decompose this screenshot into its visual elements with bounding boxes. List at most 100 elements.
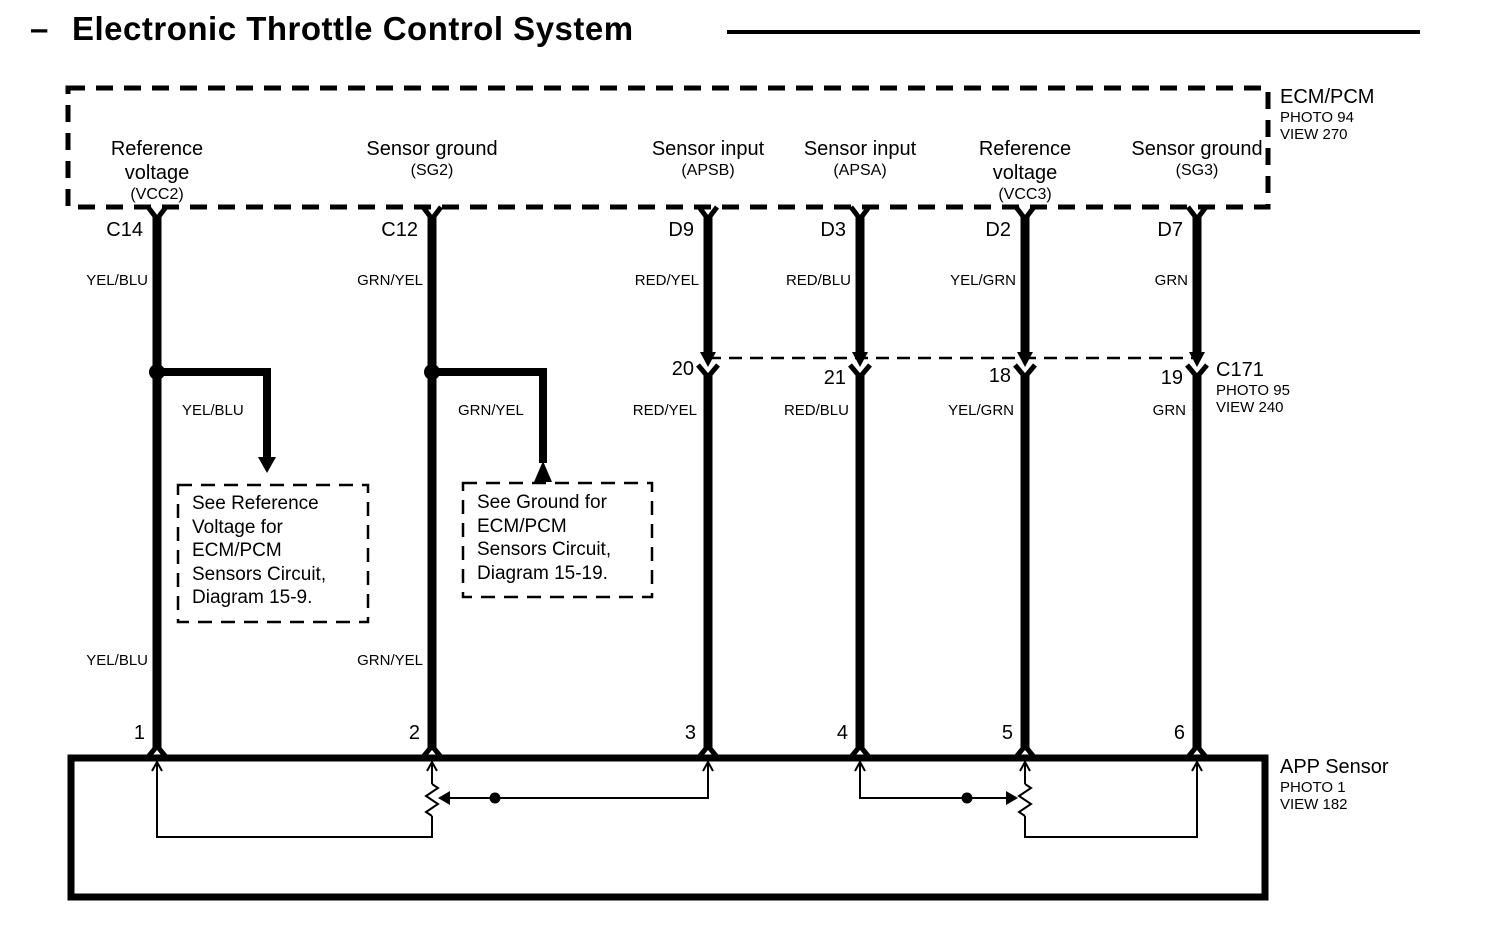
note-line: Sensors Circuit, (477, 539, 612, 560)
signal-text: (APSB) (681, 162, 735, 179)
app-socket-symbol (421, 742, 443, 759)
signal-text: (SG3) (1175, 162, 1219, 179)
page-title: Electronic Throttle Control System (72, 10, 634, 47)
branch-reference-voltage (157, 368, 276, 473)
app-sensor-view: VIEW 182 (1280, 796, 1348, 813)
wire-color-top: YEL/BLU (86, 272, 148, 289)
wire-color-mid: RED/YEL (632, 402, 697, 419)
title-rule-line (727, 30, 1420, 34)
resistor-icon (1017, 783, 1033, 817)
c171-view: VIEW 240 (1216, 399, 1284, 416)
app-socket-symbol (1014, 742, 1036, 759)
wire-column-d3 (848, 205, 872, 759)
note-line: ECM/PCM (192, 540, 282, 561)
wire-column-d9 (696, 205, 720, 759)
resistor-icon (424, 783, 440, 817)
c171-pin-arrow-icon (1017, 352, 1033, 367)
wiper-arrow-icon (438, 791, 450, 805)
ecm-pin-d2: D2 (985, 219, 1011, 241)
wire-color-mid: RED/BLU (783, 402, 849, 419)
function-label-vcc2: Reference voltage(VCC2) (87, 137, 227, 204)
function-label-apsa: Sensor input(APSA) (790, 137, 930, 180)
note-reference-voltage: See Reference Voltage for ECM/PCM Sensor… (192, 492, 362, 610)
app-pin-3: 3 (684, 722, 696, 744)
arrow-down-icon (258, 457, 276, 473)
potentiometer-apsb (151, 759, 714, 838)
pot2-end-wire (1024, 763, 1198, 838)
c171-pin-arrow-icon (1189, 352, 1205, 367)
c171-pin-arrow-icon (852, 352, 868, 367)
app-sensor-photo: PHOTO 1 (1280, 779, 1346, 796)
app-pin-5: 5 (1001, 722, 1013, 744)
c171-pin-20: 20 (671, 358, 694, 380)
wire-color-mid: GRN (1152, 402, 1186, 419)
junction-dot (961, 792, 973, 804)
branch-wire (432, 368, 547, 463)
c171-pin-21: 21 (823, 367, 846, 389)
wire-color-bottom: GRN/YEL (357, 652, 423, 669)
pin3-arrow-icon (702, 759, 714, 772)
junction-dot (489, 792, 501, 804)
ecm-pin-d7: D7 (1157, 219, 1183, 241)
app-socket-symbol (146, 742, 168, 759)
potentiometer-apsa (854, 759, 1203, 838)
pot1-wiper-wire (448, 763, 709, 799)
branch-sensor-ground (432, 368, 552, 482)
note-box-ground (461, 481, 654, 599)
c171-pin-18: 18 (988, 365, 1011, 387)
c171-pin-arrow-icon (700, 352, 716, 367)
wire-color-top: RED/BLU (785, 272, 851, 289)
wire-color-top: GRN (1154, 272, 1188, 289)
function-label-sg3: Sensor ground (SG3) (1127, 137, 1267, 180)
wire-column-d2 (1013, 205, 1037, 759)
signal-text: (SG2) (410, 162, 454, 179)
app-socket-symbol (849, 742, 871, 759)
wire-color-mid: YEL/GRN (948, 402, 1014, 419)
ecm-pin-c14: C14 (106, 219, 143, 241)
pin6-arrow-icon (1191, 759, 1203, 772)
signal-text: (VCC3) (998, 186, 1052, 203)
ecm-pin-c12: C12 (381, 219, 418, 241)
function-label-sg2: Sensor ground (SG2) (362, 137, 502, 180)
wire-color-top: GRN/YEL (357, 272, 423, 289)
c171-photo: PHOTO 95 (1216, 382, 1290, 399)
function-label-apsb: Sensor input(APSB) (638, 137, 778, 180)
note-line: Diagram 15-9. (192, 587, 313, 608)
app-sensor-label: APP Sensor (1280, 756, 1389, 778)
note-line: See Reference (192, 493, 319, 514)
function-text: Reference voltage (978, 138, 1072, 184)
function-text: Sensor ground (1131, 138, 1263, 160)
note-box-reference-voltage (176, 483, 370, 624)
app-sensor-box (67, 754, 1269, 901)
wire-column-c14 (146, 205, 168, 759)
pot2-wiper-wire (859, 763, 1008, 799)
note-line: ECM/PCM (477, 515, 567, 537)
function-text: Sensor ground (366, 138, 498, 160)
pot1-end-wire (156, 763, 433, 838)
wire-column-c12 (421, 205, 443, 759)
ecm-pcm-photo: PHOTO 94 (1280, 109, 1354, 126)
branch-wire (157, 368, 271, 459)
app-pin-4: 4 (836, 722, 848, 744)
ecm-pin-d9: D9 (668, 219, 694, 241)
ecm-pin-d3: D3 (820, 219, 846, 241)
signal-text: (VCC2) (130, 186, 184, 203)
title-dash: – (30, 10, 49, 47)
pin2-arrow-icon (426, 759, 438, 772)
wire-color-mid: YEL/BLU (182, 402, 244, 419)
function-label-vcc3: Reference voltage (VCC3) (955, 137, 1095, 204)
c171-label: C171 (1216, 359, 1264, 381)
ecm-pcm-label: ECM/PCM (1280, 86, 1375, 108)
note-ground: See Ground for ECM/PCM Sensors Circuit, … (477, 491, 647, 585)
wire-color-top: YEL/GRN (950, 272, 1016, 289)
note-line: Voltage for (192, 516, 283, 538)
pin5-arrow-icon (1019, 759, 1031, 772)
wire-color-top: RED/YEL (634, 272, 699, 289)
wiper-arrow-icon (1006, 791, 1018, 805)
c171-pin-19: 19 (1160, 367, 1183, 389)
app-pin-1: 1 (133, 722, 145, 744)
app-socket-symbol (1186, 742, 1208, 759)
function-text: Sensor input (803, 138, 917, 160)
ecm-pcm-box (65, 85, 1271, 210)
